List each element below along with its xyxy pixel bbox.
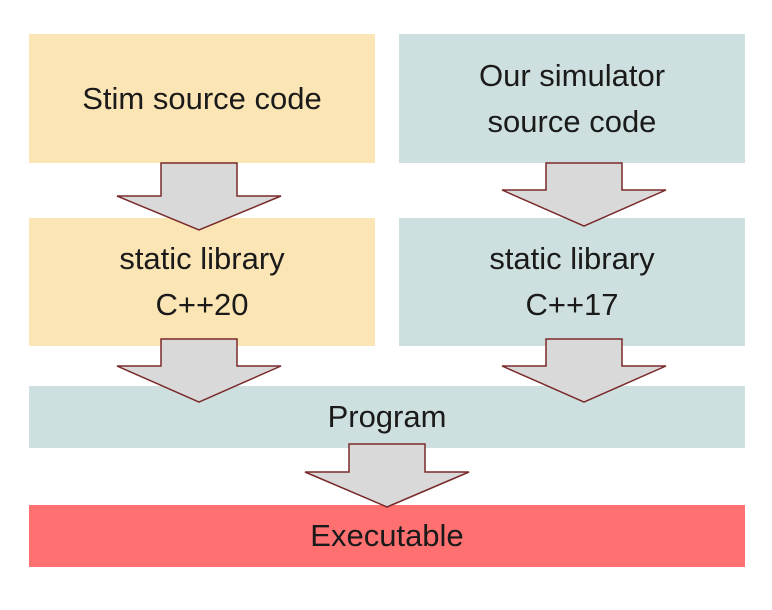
- executable-box: Executable: [29, 505, 745, 567]
- our-source-box: Our simulator source code: [399, 34, 745, 163]
- executable-label: Executable: [310, 518, 464, 553]
- arrow-our-source-to-library: [501, 162, 667, 227]
- stim-library-label-line2: C++20: [155, 287, 249, 322]
- arrow-our-library-to-program: [501, 338, 667, 403]
- stim-library-box: static library C++20: [29, 218, 375, 346]
- arrow-stim-library-to-program: [116, 338, 282, 403]
- our-source-label-line1: Our simulator: [478, 57, 666, 93]
- our-library-label-line2: C++17: [525, 287, 619, 322]
- our-source-label-line2: source code: [487, 103, 657, 139]
- stim-library-label-line1: static library: [119, 241, 285, 276]
- stim-source-box: Stim source code: [29, 34, 375, 163]
- our-library-box: static library C++17: [399, 218, 745, 346]
- stim-source-label: Stim source code: [82, 80, 322, 116]
- arrow-stim-source-to-library: [116, 162, 282, 231]
- our-library-label-line1: static library: [489, 241, 655, 276]
- arrow-program-to-executable: [304, 443, 470, 508]
- program-label: Program: [327, 399, 447, 434]
- program-box: Program: [29, 386, 745, 448]
